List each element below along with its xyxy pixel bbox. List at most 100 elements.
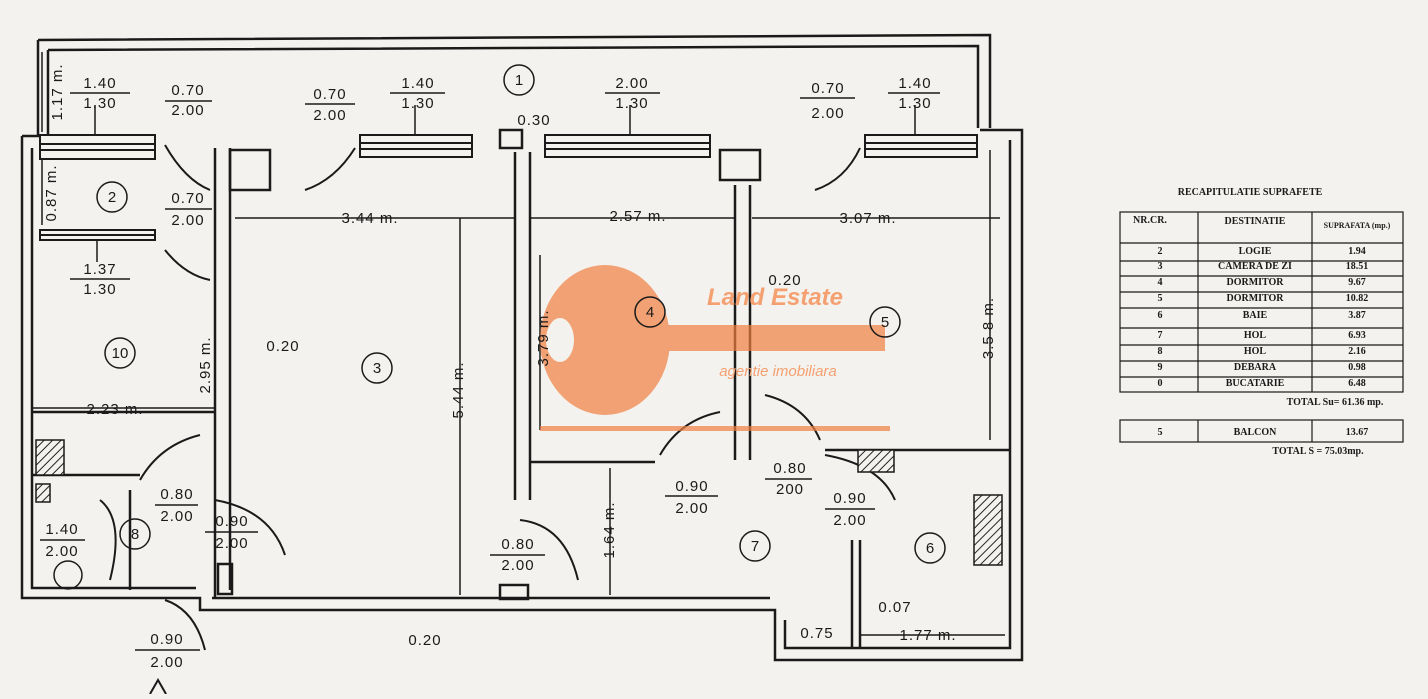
dimension-label: 0.20 <box>408 632 441 649</box>
door-width: 0.70 <box>811 80 844 97</box>
balcon-dest: BALCON <box>1234 427 1278 438</box>
table-title: RECAPITULATIE SUPRAFETE <box>1178 187 1323 198</box>
door-height: 2.00 <box>501 557 534 574</box>
dimension-lines <box>32 52 1005 636</box>
window <box>39 134 156 160</box>
window <box>864 134 978 158</box>
watermark-title: Land Estate <box>707 284 843 311</box>
window-width: 1.40 <box>401 75 434 92</box>
total-su: TOTAL Su= 61.36 mp. <box>1287 397 1384 408</box>
table-cell-dest: DEBARA <box>1234 362 1277 373</box>
window-height: 1.30 <box>83 95 116 112</box>
window-height: 1.30 <box>898 95 931 112</box>
table-cell-area: 18.51 <box>1346 261 1369 272</box>
table-cell-nr: 9 <box>1158 362 1163 373</box>
area-summary-table <box>1119 211 1404 443</box>
room-number: 8 <box>131 526 139 543</box>
balcony-inner <box>47 44 980 128</box>
window-height: 1.30 <box>83 281 116 298</box>
window-width: 1.40 <box>898 75 931 92</box>
table-cell-nr: 4 <box>1158 277 1163 288</box>
window-width: 2.00 <box>615 75 648 92</box>
door-width: 1.40 <box>45 521 78 538</box>
dimension-label: 0.07 <box>878 599 911 616</box>
table-cell-area: 6.48 <box>1348 378 1366 389</box>
room-number: 1 <box>515 72 523 89</box>
dimension-label: 2.95 m. <box>197 336 214 393</box>
room-markers <box>96 64 946 564</box>
table-cell-nr: 3 <box>1158 261 1163 272</box>
door-height: 2.00 <box>150 654 183 671</box>
door-height: 200 <box>776 481 804 498</box>
door-width: 0.70 <box>171 82 204 99</box>
chimney-hatch <box>35 483 51 503</box>
window <box>359 134 473 158</box>
dimension-label: 0.75 <box>800 625 833 642</box>
table-cell-nr: 0 <box>1158 378 1163 389</box>
door-width: 0.90 <box>150 631 183 648</box>
dimension-label: 5.44 m. <box>450 361 467 418</box>
dimension-label: 2.23 m. <box>86 401 143 418</box>
floor-drain-icon <box>53 560 83 590</box>
window <box>544 134 711 158</box>
door-height: 2.00 <box>45 543 78 560</box>
table-cell-dest: HOL <box>1244 346 1267 357</box>
table-header: DESTINATIE <box>1225 216 1286 227</box>
entrance-arrow-icon <box>149 677 167 695</box>
table-cell-area: 10.82 <box>1346 293 1369 304</box>
window-labels <box>70 92 940 280</box>
dimension-label: 2.57 m. <box>609 208 666 225</box>
balcony-outline <box>37 33 992 128</box>
table-cell-dest: BAIE <box>1243 310 1268 321</box>
window-height: 1.30 <box>615 95 648 112</box>
window-width: 1.40 <box>83 75 116 92</box>
door-height: 2.00 <box>160 508 193 525</box>
door-height: 2.00 <box>171 102 204 119</box>
table-header: NR.CR. <box>1133 215 1167 226</box>
shaft-hatch <box>973 494 1003 566</box>
table-cell-area: 3.87 <box>1348 310 1366 321</box>
balcon-nr: 5 <box>1158 427 1163 438</box>
shaft-hatch <box>857 449 895 473</box>
watermark-subtitle: agentie imobiliara <box>719 363 837 380</box>
window-height: 1.30 <box>401 95 434 112</box>
room-number: 7 <box>751 538 759 555</box>
door-width: 0.90 <box>675 478 708 495</box>
door-width: 0.70 <box>313 86 346 103</box>
door-width: 0.80 <box>501 536 534 553</box>
total-s: TOTAL S = 75.03mp. <box>1272 446 1364 457</box>
door-width: 0.80 <box>160 486 193 503</box>
dimension-label: 3.79 m. <box>535 309 552 366</box>
door-height: 2.00 <box>215 535 248 552</box>
table-cell-dest: BUCATARIE <box>1226 378 1285 389</box>
table-cell-area: 2.16 <box>1348 346 1366 357</box>
dimension-label: 1.64 m. <box>601 501 618 558</box>
table-header: SUPRAFATA (mp.) <box>1324 221 1391 230</box>
door-width: 0.80 <box>773 460 806 477</box>
dimension-label: 0.87 m. <box>43 164 60 221</box>
table-cell-nr: 2 <box>1158 246 1163 257</box>
room-number: 6 <box>926 540 934 557</box>
door-label-rules <box>40 97 875 651</box>
room-number: 2 <box>108 189 116 206</box>
table-cell-dest: DORMITOR <box>1226 277 1284 288</box>
door-width: 0.70 <box>171 190 204 207</box>
door-height: 2.00 <box>833 512 866 529</box>
dimension-label: 3.5 8 m. <box>980 297 997 359</box>
fixtures <box>35 439 1003 590</box>
table-cell-nr: 6 <box>1158 310 1163 321</box>
room-number: 4 <box>646 304 654 321</box>
room-number: 5 <box>881 314 889 331</box>
table-cell-nr: 7 <box>1158 330 1163 341</box>
table-cell-dest: DORMITOR <box>1226 293 1284 304</box>
chimney-hatch <box>35 439 65 476</box>
table-cell-area: 9.67 <box>1348 277 1366 288</box>
dimension-label: 1.17 m. <box>49 63 66 120</box>
dimension-label: 1.77 m. <box>899 627 956 644</box>
door-swings <box>99 144 896 651</box>
table-cell-area: 0.98 <box>1348 362 1366 373</box>
room-number: 3 <box>373 360 381 377</box>
dimension-label: 3.07 m. <box>839 210 896 227</box>
